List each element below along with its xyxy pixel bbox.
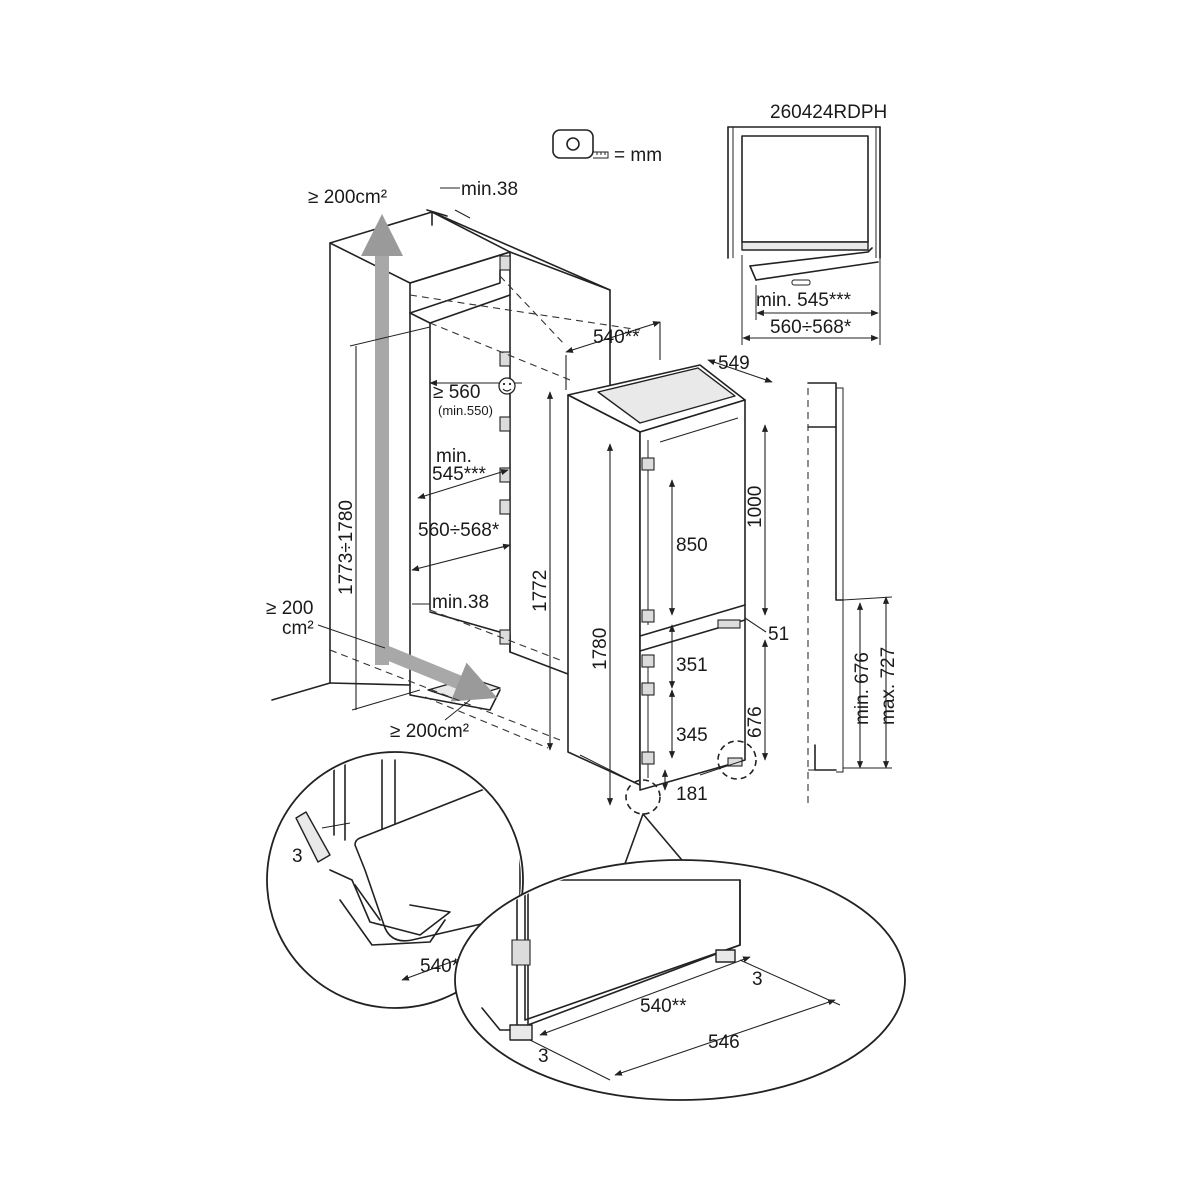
niche-dimensions: ≥ 200cm² min.38 1773÷1780 ≥ 560 (min.550… [266, 179, 522, 742]
niche-height-label: 1773÷1780 [336, 500, 357, 595]
bottom-offset-label: 181 [676, 784, 708, 805]
lower-door-height-label: 676 [745, 706, 766, 738]
tape-measure-icon [552, 129, 609, 159]
detail-total-depth-label: 546 [708, 1032, 740, 1053]
hinge-marks [499, 255, 511, 645]
vent-arrow-bottom [382, 645, 498, 702]
niche-depth-min-label: (min.550) [438, 403, 493, 418]
upper-hinge-span-label: 850 [676, 535, 708, 556]
lower-hinge-lower-label: 345 [676, 725, 708, 746]
vent-bottom-label: ≥ 200cm² [390, 721, 469, 742]
appliance-hinges [641, 457, 743, 767]
niche-width-range-label: 560÷568* [418, 520, 500, 541]
appliance-dimensions: 540** 549 1772 1780 1000 850 51 351 345 … [530, 321, 789, 906]
detail-left-gap-label: 3 [292, 846, 303, 867]
top-gap-label: min.38 [461, 179, 518, 200]
vent-top-label: ≥ 200cm² [308, 187, 387, 208]
furniture-door-max-label: max. 727 [878, 647, 899, 725]
vent-side-label-1: ≥ 200 [266, 598, 313, 619]
plan-appliance-body [741, 135, 869, 243]
smiley-icon [498, 377, 516, 395]
height-door-label: 1780 [590, 628, 611, 670]
detail-right-gap-label: 3 [752, 969, 763, 990]
detail-depth-label: 540** [640, 996, 687, 1017]
niche-depth-pref-label: ≥ 560 [433, 382, 480, 403]
door-depth-top-label: 540** [593, 327, 640, 348]
upper-door-height-label: 1000 [745, 486, 766, 528]
height-carcass-label: 1772 [530, 570, 551, 612]
unit-text: = mm [614, 145, 662, 166]
plan-view: 260424RDPH min. 545*** 560÷568* [727, 102, 887, 345]
furniture-door-min-label: min. 676 [852, 652, 873, 725]
detail-callout-left [625, 779, 661, 815]
side-section: min. 676 max. 727 [807, 382, 899, 808]
side-gap-label: min.38 [432, 592, 489, 613]
appliance [567, 364, 746, 791]
lower-hinge-upper-label: 351 [676, 655, 708, 676]
vent-side-label-2: cm² [282, 618, 314, 639]
niche-cabinet [271, 209, 641, 749]
unit-legend: = mm [552, 129, 662, 166]
model-code: 260424RDPH [770, 102, 887, 123]
plan-width-range: 560÷568* [770, 317, 852, 338]
appliance-depth-label: 549 [718, 353, 750, 374]
detail-zoom-bottom: 3 540** 546 3 [454, 859, 906, 1101]
niche-width-min-line1: min. [436, 446, 472, 467]
plan-min-width: min. 545*** [756, 290, 852, 311]
detail-callout-right [717, 740, 757, 780]
detail-bottom-gap-label: 3 [538, 1046, 549, 1067]
niche-width-min-line2: 545*** [432, 464, 486, 485]
door-gap-label: 51 [768, 624, 789, 645]
